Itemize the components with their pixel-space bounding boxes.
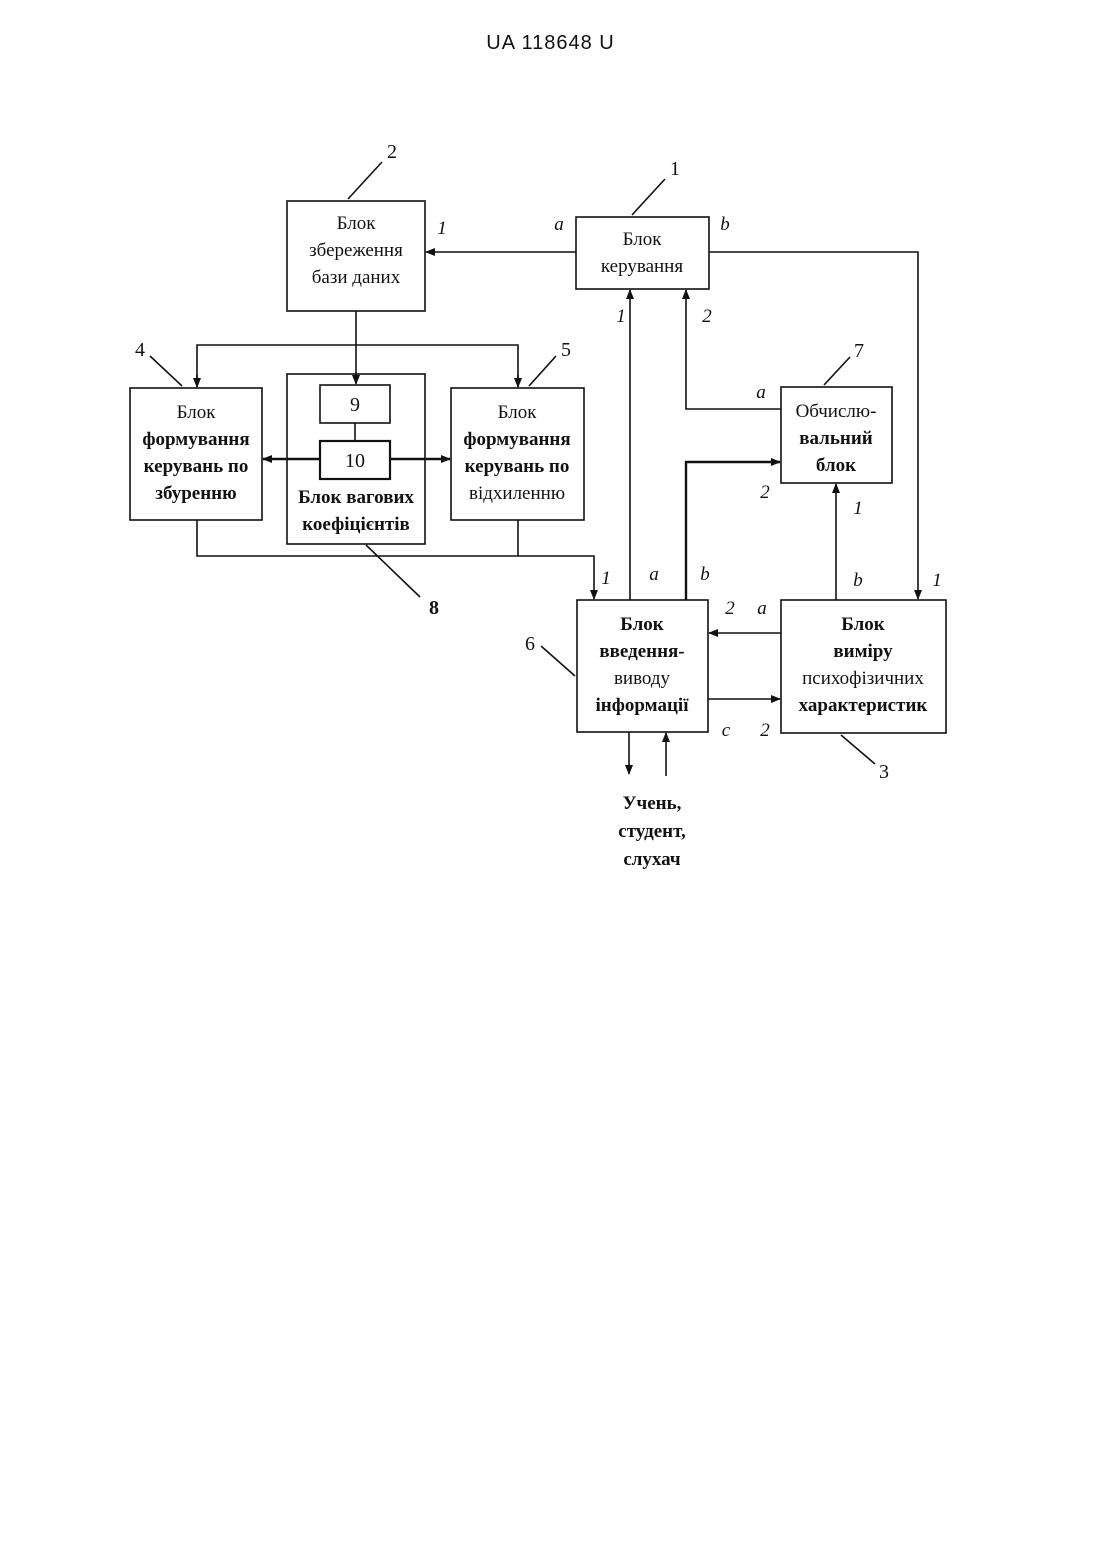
control-block-line-1: Блок [623,229,663,250]
sub-block-9-label: 9 [350,394,360,416]
port-io-c: c [722,720,731,741]
ref-7: 7 [854,340,864,362]
disturbance-block: Блок формування керувань по збуренню [130,388,262,520]
port-control-a: a [554,214,564,235]
user-line-2: студент, [618,821,686,842]
link-compute-to-control [686,290,781,409]
measure-block-line-4: характеристик [799,695,928,716]
port-measure-b: b [853,570,863,591]
disturbance-block-line-2: формування [142,429,249,450]
control-block-line-2: керування [601,256,683,277]
disturbance-block-line-4: збуренню [155,483,236,504]
ref-5: 5 [561,339,571,361]
deviation-block-line-3: керувань по [465,456,570,477]
port-io-2: 2 [725,598,735,619]
port-io-b: b [700,564,710,585]
disturbance-block-line-1: Блок [177,402,217,423]
user-line-3: слухач [623,849,681,870]
ref-4: 4 [135,339,145,361]
compute-block-line-2: вальний [799,428,873,449]
ref-1: 1 [670,158,680,180]
ref-2: 2 [387,141,397,163]
user-line-1: Учень, [623,793,682,814]
database-block: Блок збереження бази даних [287,201,425,311]
compute-block-line-1: Обчислю- [796,401,877,422]
port-database-1: 1 [437,218,447,239]
port-compute-1: 1 [853,498,863,519]
ref-8: 8 [429,597,439,619]
measure-block-line-2: виміру [833,641,893,662]
port-compute-a: a [756,382,766,403]
weights-block-line-1: Блок вагових [298,487,414,508]
io-block-line-1: Блок [620,614,663,635]
user-label: Учень, студент, слухач [618,793,686,870]
measure-block: Блок виміру психофізичних характеристик [781,600,946,733]
io-block-line-2: введення- [599,641,684,662]
database-block-line-1: Блок [337,213,377,234]
port-compute-2: 2 [760,482,770,503]
port-measure-1: 1 [932,570,942,591]
measure-block-line-1: Блок [841,614,884,635]
sub-block-10-label: 10 [345,450,365,472]
io-block-line-3: виводу [614,668,671,689]
deviation-block-line-1: Блок [498,402,538,423]
deviation-block: Блок формування керувань по відхиленню [451,388,584,520]
deviation-block-line-4: відхиленню [469,483,565,504]
ref-3: 3 [879,761,889,783]
port-control-2: 2 [702,306,712,327]
port-measure-a: a [757,598,767,619]
weights-block-line-2: коефіцієнтів [302,514,410,535]
ref-6: 6 [525,633,535,655]
deviation-block-line-2: формування [463,429,570,450]
database-block-line-2: збереження [309,240,403,261]
port-io-1: 1 [601,568,611,589]
database-block-line-3: бази даних [312,267,401,288]
compute-block-line-3: блок [816,455,856,476]
measure-block-line-3: психофізичних [802,668,924,689]
port-measure-2: 2 [760,720,770,741]
port-control-1: 1 [616,306,626,327]
port-io-a: a [649,564,659,585]
control-block: Блок керування [576,217,709,289]
io-block: Блок введення- виводу інформації [577,600,708,732]
port-control-b: b [720,214,730,235]
compute-block: Обчислю- вальний блок [781,387,892,483]
disturbance-block-line-3: керувань по [144,456,249,477]
io-block-line-4: інформації [596,695,690,716]
